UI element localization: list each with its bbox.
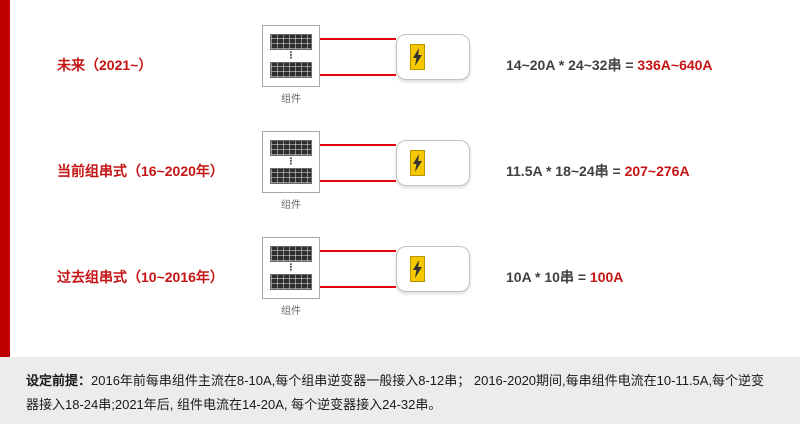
ellipsis-dots-icon: ⋮	[286, 262, 296, 272]
string-wires	[320, 132, 396, 194]
module-caption: 组件	[281, 94, 301, 105]
inverter-icon	[396, 139, 470, 186]
timeline-row-current: 当前组串式（16~2020年） ⋮ 组件 11.5A * 18~24串 = 20…	[10, 118, 800, 224]
solar-panel-icon	[270, 274, 312, 290]
solar-panel-icon	[270, 168, 312, 184]
fuse-icon	[410, 149, 425, 176]
premise-body: 2016年前每串组件主流在8-10A,每个组串逆变器一般接入8-12串； 201…	[26, 373, 765, 413]
module-caption: 组件	[281, 200, 301, 211]
pv-module-group: ⋮ 组件	[262, 131, 320, 211]
solar-panel-icon	[270, 140, 312, 156]
string-wires	[320, 238, 396, 300]
wire-negative	[320, 285, 396, 288]
formula-result: 336A~640A	[637, 57, 713, 73]
formula-expression: 14~20A * 24~32串 =	[506, 57, 638, 73]
pv-module-group: ⋮ 组件	[262, 25, 320, 105]
fuse-icon	[410, 43, 425, 70]
wire-negative	[320, 73, 396, 76]
inverter-icon	[396, 33, 470, 80]
lightning-bolt-icon	[413, 153, 422, 172]
solar-panel-icon	[270, 34, 312, 50]
formula: 14~20A * 24~32串 = 336A~640A	[506, 55, 713, 75]
ellipsis-dots-icon: ⋮	[286, 50, 296, 60]
string-wires	[320, 26, 396, 88]
formula-result: 100A	[589, 269, 624, 285]
lightning-bolt-icon	[413, 259, 422, 278]
premise-label: 设定前提：	[26, 373, 92, 388]
left-accent-bar	[0, 0, 10, 357]
premise-footer: 设定前提：2016年前每串组件主流在8-10A,每个组串逆变器一般接入8-12串…	[0, 357, 800, 424]
solar-panel-icon	[270, 246, 312, 262]
formula: 11.5A * 18~24串 = 207~276A	[506, 161, 690, 181]
wire-positive	[320, 249, 396, 252]
fuse-icon	[410, 255, 425, 282]
pv-string-diagram: 未来（2021~） ⋮ 组件 14~20A * 24~32串 = 336A~64…	[10, 0, 800, 357]
formula: 10A * 10串 = 100A	[506, 267, 623, 287]
timeline-row-future: 未来（2021~） ⋮ 组件 14~20A * 24~32串 = 336A~64…	[10, 12, 800, 118]
formula-expression: 11.5A * 18~24串 =	[506, 163, 625, 179]
row-label: 未来（2021~）	[57, 57, 153, 73]
inverter-icon	[396, 245, 470, 292]
pv-module-group: ⋮ 组件	[262, 237, 320, 317]
pv-module-box: ⋮	[262, 25, 320, 87]
wire-positive	[320, 37, 396, 40]
pv-module-box: ⋮	[262, 131, 320, 193]
lightning-bolt-icon	[413, 47, 422, 66]
wire-positive	[320, 143, 396, 146]
timeline-row-past: 过去组串式（10~2016年） ⋮ 组件 10A * 10串 = 100A	[10, 224, 800, 330]
row-label: 过去组串式（10~2016年）	[57, 269, 224, 285]
pv-module-box: ⋮	[262, 237, 320, 299]
wire-negative	[320, 179, 396, 182]
solar-panel-icon	[270, 62, 312, 78]
formula-result: 207~276A	[624, 163, 690, 179]
module-caption: 组件	[281, 306, 301, 317]
ellipsis-dots-icon: ⋮	[286, 156, 296, 166]
formula-expression: 10A * 10串 =	[506, 269, 590, 285]
premise-paragraph: 设定前提：2016年前每串组件主流在8-10A,每个组串逆变器一般接入8-12串…	[26, 369, 774, 417]
row-label: 当前组串式（16~2020年）	[57, 163, 224, 179]
